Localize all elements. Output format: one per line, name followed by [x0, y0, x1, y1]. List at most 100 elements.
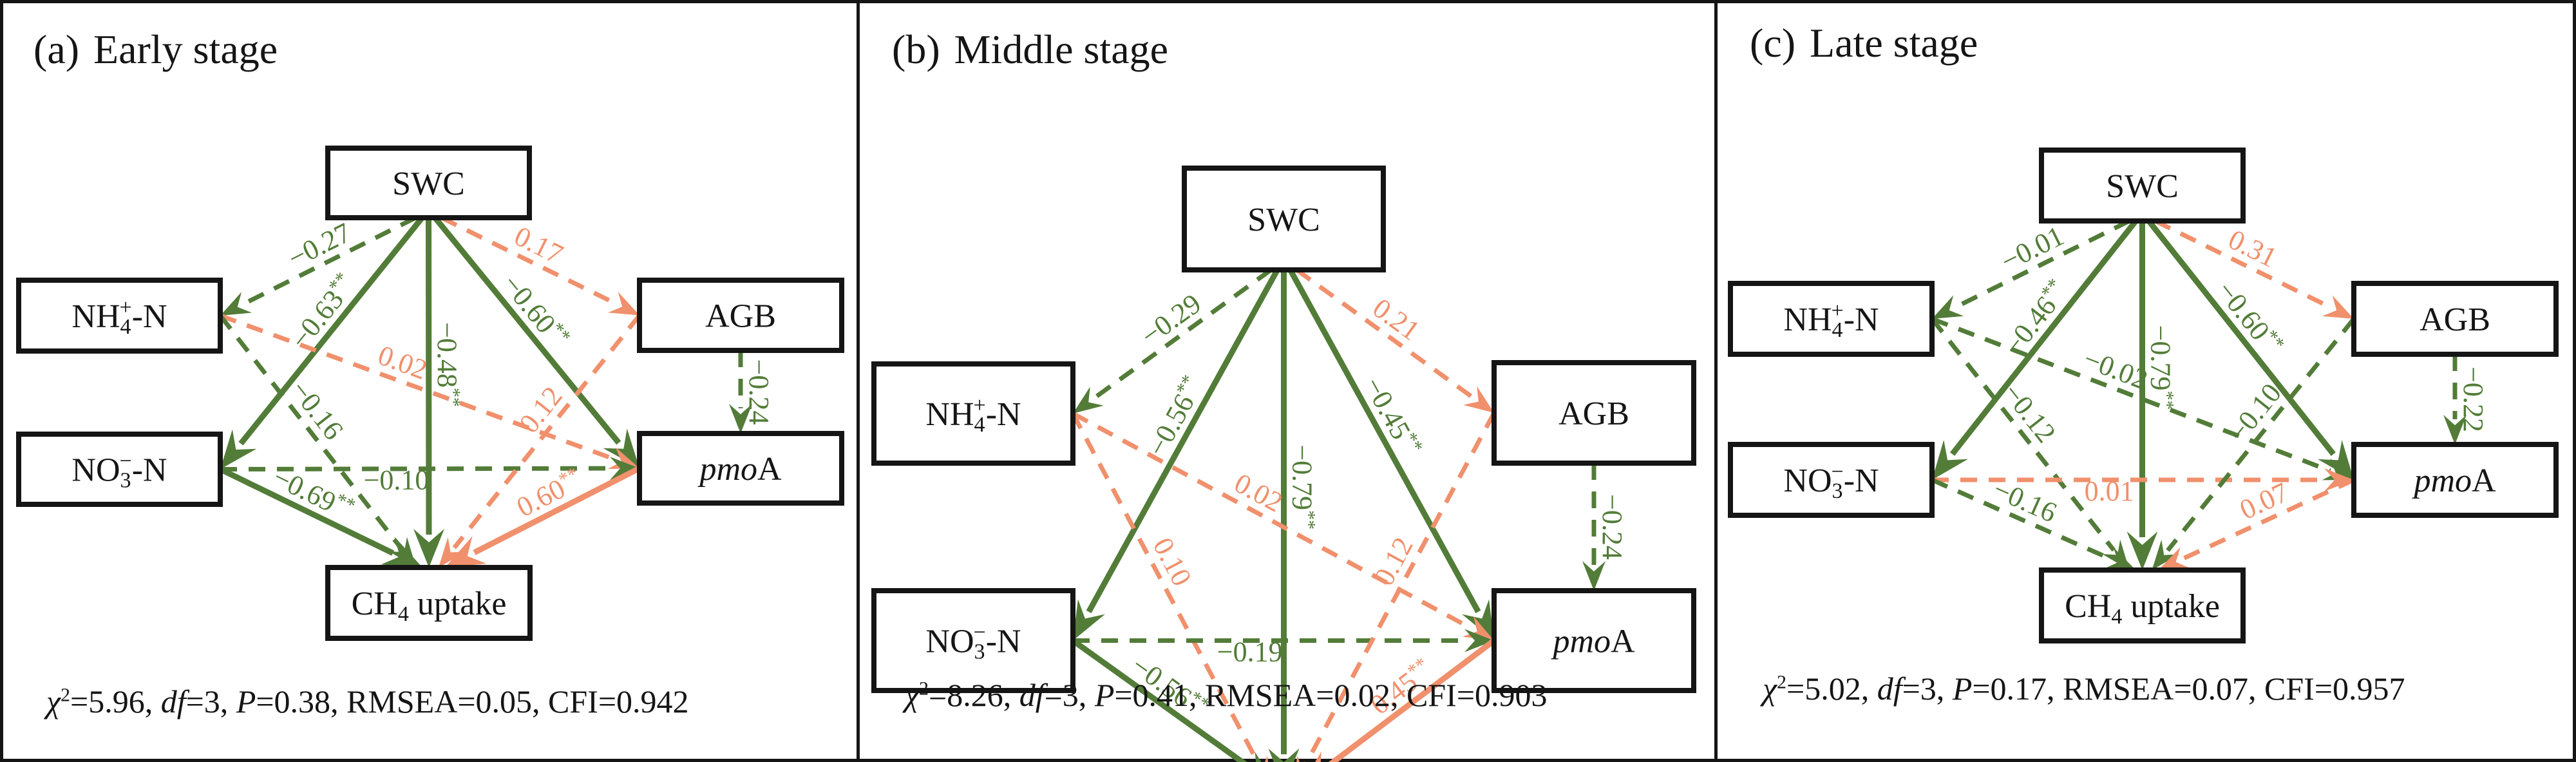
path-no3-to-pmoa: −0.10	[220, 457, 639, 496]
path-line	[2180, 477, 2355, 562]
node-nh4: NH4+-N	[871, 361, 1075, 466]
path-coefficient: 0.02	[1229, 467, 1288, 519]
p-label: P	[1952, 671, 1973, 707]
coef-value: −0.27	[283, 216, 356, 274]
node-no3: NO3−-N	[16, 432, 223, 507]
node-box	[1492, 588, 1696, 693]
panel-title: (c)Late stage	[1750, 19, 1978, 67]
arrowhead-icon	[381, 537, 422, 567]
path-line	[1931, 477, 2114, 562]
node-label: NO3−-N	[71, 450, 167, 493]
arrowhead-icon	[220, 429, 257, 470]
coef-value: 0.10	[1147, 533, 1198, 591]
panel-divider-bc	[1714, 0, 1718, 762]
paths: −0.27−0.63**−0.48**−0.60**0.170.02−0.16−…	[218, 215, 775, 567]
panel-title-text: Middle stage	[954, 26, 1168, 72]
path-line	[1950, 219, 2139, 456]
p-rmsea-cfi-values: =0.41, RMSEA=0.02, CFI=0.903	[1114, 677, 1548, 713]
coef-value: 0.07	[2235, 477, 2293, 526]
node-box	[2039, 148, 2246, 224]
path-coefficient: −0.79**	[2145, 325, 2177, 410]
node-ch4: CH4 uptake	[325, 565, 533, 641]
path-line	[1092, 268, 1273, 401]
node-agb: AGB	[1492, 360, 1696, 466]
path-line	[238, 216, 425, 446]
coef-value: 0.12	[513, 381, 569, 439]
model-fit-stats: χ2=5.96, df=3, P=0.38, RMSEA=0.05, CFI=0…	[46, 683, 689, 720]
path-no3-to-pmoa: 0.01	[1932, 468, 2354, 507]
df-value: =3,	[185, 683, 236, 719]
path-coefficient: −0.27	[283, 216, 356, 274]
arrowhead-icon	[1582, 561, 1605, 591]
arrowhead-icon	[1073, 386, 1104, 414]
path-line	[452, 314, 641, 549]
df-label: df	[1877, 671, 1902, 707]
df-label: df	[1019, 677, 1045, 713]
path-line	[1070, 412, 1260, 762]
path-swc-to-ch4: −0.79**	[1268, 270, 1320, 762]
significance-stars: **	[1298, 510, 1320, 529]
arrowhead-icon	[607, 292, 639, 316]
path-line	[242, 215, 417, 307]
node-box	[637, 278, 844, 353]
node-box	[16, 278, 223, 354]
node-box	[1182, 166, 1386, 272]
p-rmsea-cfi-values: =0.38, RMSEA=0.05, CFI=0.942	[256, 683, 689, 719]
path-coefficient: −0.79**	[1286, 444, 1319, 529]
node-label: NH4+-N	[925, 394, 1021, 437]
node-no3: NO3−-N	[871, 588, 1075, 693]
coef-value: 0.21	[1367, 292, 1426, 347]
node-label: AGB	[1558, 395, 1629, 432]
path-coefficient: −0.24	[743, 359, 775, 425]
path-swc-to-ch4: −0.48**	[413, 217, 464, 567]
arrowhead-icon	[1265, 755, 1269, 762]
chi2-symbol: χ	[905, 677, 919, 713]
node-pmoa: pmoA	[1492, 588, 1696, 693]
path-line	[1304, 412, 1497, 762]
node-label: pmoA	[1550, 624, 1635, 660]
arrowhead-icon	[729, 404, 752, 433]
node-nh4: NH4+-N	[16, 278, 223, 354]
path-line	[473, 465, 641, 555]
path-pmoa-to-ch4: 0.60**	[445, 462, 641, 567]
path-coefficient: 0.31	[2224, 224, 2282, 274]
arrowhead-icon	[1073, 599, 1105, 641]
path-line	[1295, 268, 1475, 400]
path-coefficient: 0.07	[2235, 477, 2293, 526]
arrowhead-icon	[1932, 440, 1968, 480]
path-diagram: −0.29−0.56**−0.79**−0.45**0.210.020.10−0…	[871, 166, 1696, 762]
path-line	[2146, 219, 2336, 456]
node-box	[2351, 442, 2559, 518]
panel-divider-ab	[857, 0, 860, 762]
coef-value: 0.01	[2085, 475, 2134, 507]
node-box	[1492, 360, 1696, 466]
path-line	[440, 215, 618, 307]
node-label: AGB	[705, 298, 776, 335]
coef-value: −0.22	[2458, 367, 2489, 432]
path-coefficient: 0.21	[1367, 292, 1426, 347]
panel-tag: (c)	[1750, 20, 1796, 66]
node-label: NH4+-N	[1783, 299, 1879, 342]
path-no3-to-pmoa: −0.19	[1073, 629, 1494, 668]
node-agb: AGB	[2351, 281, 2559, 357]
coef-value: −0.19	[1217, 636, 1283, 668]
node-label: NO3−-N	[925, 621, 1021, 664]
arrowhead-icon	[2322, 458, 2354, 481]
path-coefficient: −0.22	[2458, 367, 2489, 432]
panel-tag: (a)	[33, 26, 80, 72]
arrowhead-icon	[413, 528, 444, 567]
arrowhead-icon	[2322, 295, 2354, 319]
p-label: P	[1094, 677, 1115, 713]
df-value: =3,	[1044, 677, 1095, 713]
path-line	[1931, 316, 2331, 473]
coef-value: −0.10	[363, 464, 429, 496]
node-swc: SWC	[1182, 166, 1386, 272]
node-box	[871, 361, 1075, 466]
arrowhead-icon	[2443, 415, 2467, 444]
coef-value: −0.24	[743, 359, 775, 425]
coef-value: −0.24	[1596, 494, 1628, 560]
arrowhead-icon	[2126, 531, 2158, 570]
chi2-sup: 2	[61, 684, 70, 706]
node-box	[1728, 442, 1935, 518]
